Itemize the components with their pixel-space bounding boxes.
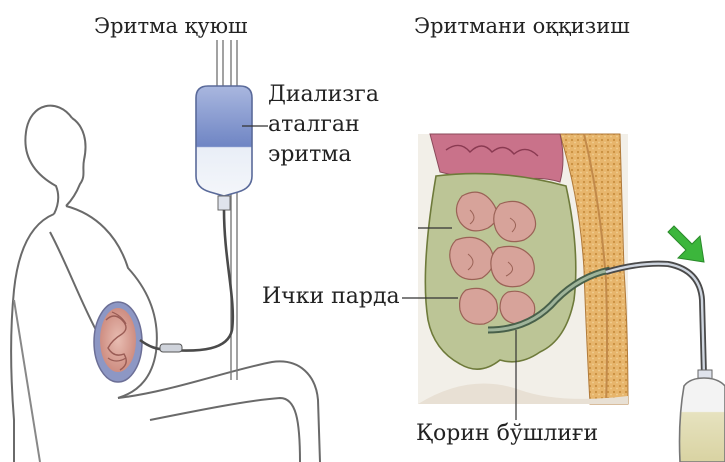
- label-dialysis-line-3: эритма: [268, 140, 379, 170]
- abdomen-intestine-icon: [94, 302, 142, 382]
- title-inflow: Эритма қуюш: [94, 14, 248, 38]
- label-dialysis-line-2: аталган: [268, 110, 379, 140]
- label-inner-membrane: Ички парда: [262, 284, 400, 309]
- label-dialysis-line-1: Диализга: [268, 80, 379, 110]
- abdomen-cross-section: [418, 134, 628, 404]
- drain-bag-icon: [680, 370, 725, 462]
- label-abdominal-cavity: Қорин бўшлиғи: [416, 421, 598, 446]
- title-outflow: Эритмани оққизиш: [414, 14, 630, 38]
- green-arrow-icon: [668, 226, 704, 262]
- label-dialysis-solution: Диализга аталган эритма: [268, 80, 379, 170]
- tube-clamp: [160, 344, 182, 352]
- inflow-tube: [140, 210, 233, 351]
- iv-bag-icon: [196, 86, 268, 210]
